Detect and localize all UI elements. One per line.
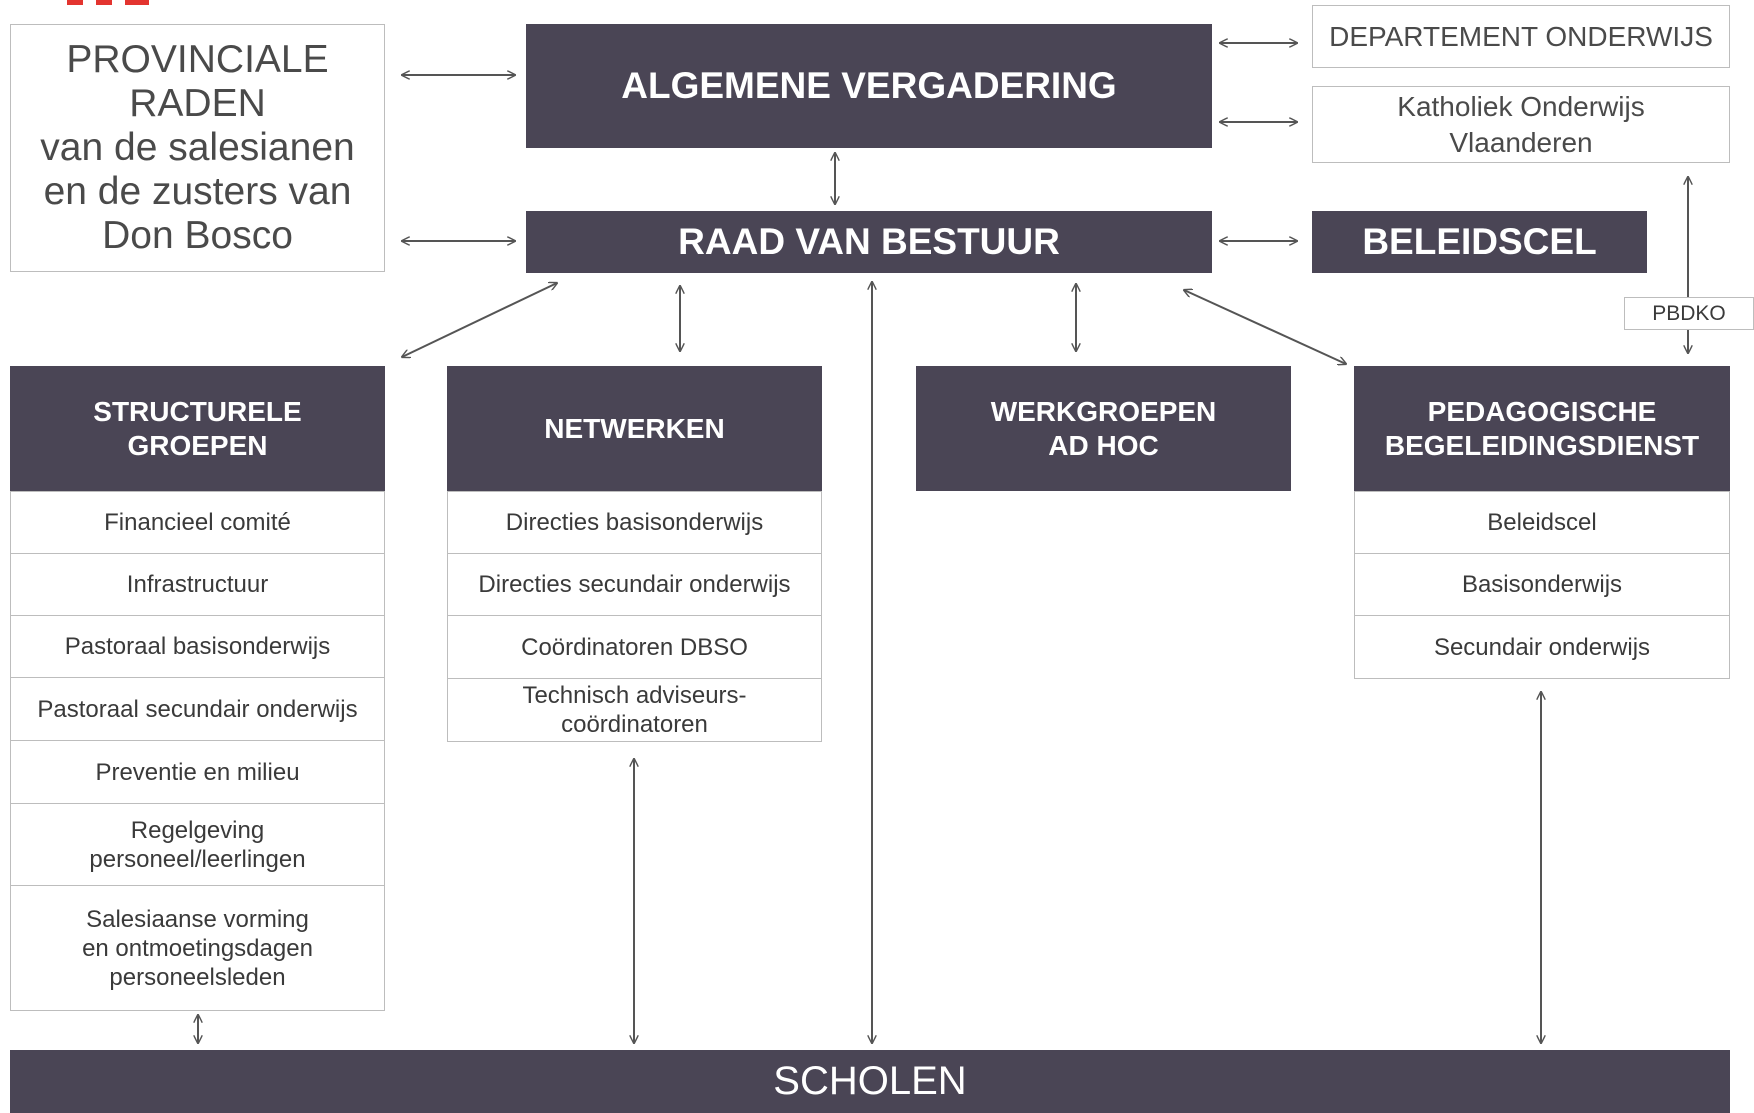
list-item: Pastoraal basisonderwijs bbox=[11, 615, 384, 677]
arrow-board-guidance bbox=[1184, 290, 1346, 364]
list-item: Pastoraal secundair onderwijs bbox=[11, 677, 384, 740]
schools-bar: SCHOLEN bbox=[10, 1050, 1730, 1113]
structural-groups-list: Financieel comité Infrastructuur Pastora… bbox=[10, 491, 385, 1011]
list-item: Directies basisonderwijs bbox=[448, 491, 821, 553]
list-item: Infrastructuur bbox=[11, 553, 384, 615]
networks-header: NETWERKEN bbox=[447, 366, 822, 491]
general-assembly-box: ALGEMENE VERGADERING bbox=[526, 24, 1212, 148]
provincial-councils-box: PROVINCIALE RADEN van de salesianen en d… bbox=[10, 24, 385, 272]
pbdko-label: PBDKO bbox=[1624, 297, 1754, 330]
structural-groups-header: STRUCTURELE GROEPEN bbox=[10, 366, 385, 491]
list-item: Beleidscel bbox=[1355, 491, 1729, 553]
logo-mark-left bbox=[67, 0, 83, 5]
ad-hoc-workgroups-header: WERKGROEPEN AD HOC bbox=[916, 366, 1291, 491]
department-box: DEPARTEMENT ONDERWIJS bbox=[1312, 5, 1730, 68]
catholic-education-box: Katholiek Onderwijs Vlaanderen bbox=[1312, 86, 1730, 163]
board-box: RAAD VAN BESTUUR bbox=[526, 211, 1212, 273]
logo-mark-center bbox=[96, 0, 112, 5]
list-item: Basisonderwijs bbox=[1355, 553, 1729, 615]
list-item: Financieel comité bbox=[11, 491, 384, 553]
list-item: Secundair onderwijs bbox=[1355, 615, 1729, 678]
list-item: Regelgeving personeel/leerlingen bbox=[11, 803, 384, 885]
arrow-board-structural bbox=[402, 283, 557, 357]
list-item: Preventie en milieu bbox=[11, 740, 384, 803]
networks-list: Directies basisonderwijs Directies secun… bbox=[447, 491, 822, 742]
list-item: Coördinatoren DBSO bbox=[448, 615, 821, 678]
pedagogical-guidance-header: PEDAGOGISCHE BEGELEIDINGSDIENST bbox=[1354, 366, 1730, 491]
policy-cell-box: BELEIDSCEL bbox=[1312, 211, 1647, 273]
list-item: Salesiaanse vorming en ontmoetingsdagen … bbox=[11, 885, 384, 1010]
pedagogical-guidance-list: Beleidscel Basisonderwijs Secundair onde… bbox=[1354, 491, 1730, 679]
list-item: Technisch adviseurs- coördinatoren bbox=[448, 678, 821, 741]
logo-mark-right bbox=[125, 0, 149, 5]
list-item: Directies secundair onderwijs bbox=[448, 553, 821, 615]
